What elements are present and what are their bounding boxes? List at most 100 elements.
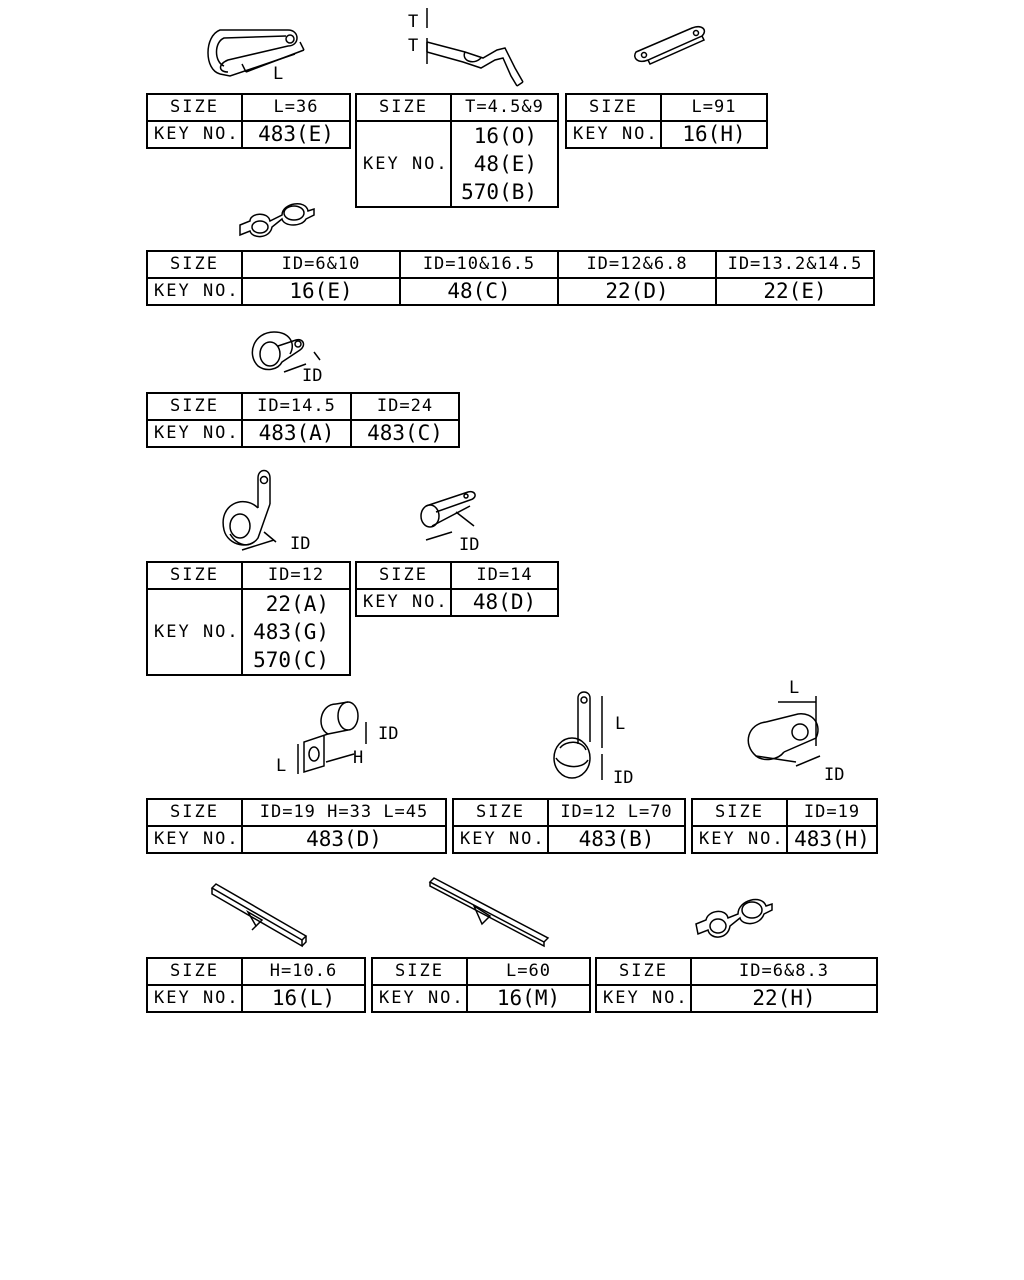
key-value: 483(C) [350,419,460,448]
size-value: ID=12 L=70 [547,798,686,827]
key-value: 483(D) [241,825,447,854]
size-value: ID=24 [350,392,460,421]
dim-id-label: ID [378,724,399,744]
size-value: ID=6&10 [241,250,401,279]
size-value: ID=14 [450,561,559,590]
key-no-label: KEY NO. [146,419,243,448]
dim-t-label-1: T [408,12,419,32]
dim-l-label: L [276,756,287,776]
key-table-8: SIZE ID=19 H=33 L=45 KEY NO. 483(D) [146,798,447,854]
dim-h-label: H [353,748,364,768]
key-table-6: SIZE ID=12 KEY NO. 22(A) 483(G) 570(C) [146,561,351,676]
size-value: L=36 [241,93,351,122]
small-hose-clip-illustration [412,486,487,541]
pipe-clamp-flanged-illustration [290,692,380,780]
size-label: SIZE [691,798,788,827]
key-value: 16(M) [466,984,591,1013]
key-table-5: SIZE ID=14.5 ID=24 KEY NO. 483(A) 483(C) [146,392,460,448]
double-clip-illustration [236,193,321,245]
size-value: ID=12&6.8 [557,250,717,279]
key-no-label: KEY NO. [595,984,692,1013]
key-value: 16(H) [660,120,768,149]
key-table-7: SIZE ID=14 KEY NO. 48(D) [355,561,559,617]
push-clip-strip-illustration [206,882,311,947]
key-no-label: KEY NO. [146,277,243,306]
size-value: H=10.6 [241,957,366,986]
bracket-clip-illustration [405,8,535,93]
key-no-label: KEY NO. [355,588,452,617]
size-value: L=60 [466,957,591,986]
tab-clip-illustration [214,468,304,558]
pipe-clamp-tab-illustration [546,688,616,788]
size-value: ID=10&16.5 [399,250,559,279]
key-value: 483(E) [241,120,351,149]
key-table-3: SIZE L=91 KEY NO. 16(H) [565,93,768,149]
key-table-4: SIZE ID=6&10 ID=10&16.5 ID=12&6.8 ID=13.… [146,250,875,306]
size-label: SIZE [146,93,243,122]
key-value: 22(E) [715,277,875,306]
key-no-label: KEY NO. [146,588,243,676]
key-no-label: KEY NO. [146,825,243,854]
key-table-13: SIZE ID=6&8.3 KEY NO. 22(H) [595,957,878,1013]
key-value: 16(L) [241,984,366,1013]
size-label: SIZE [146,250,243,279]
key-value: 22(A) [265,592,329,616]
dim-id-label: ID [459,535,480,555]
key-value: 483(G) [253,620,329,644]
size-value: ID=19 [786,798,878,827]
key-value: 570(B) [461,180,537,204]
dim-id-label: ID [290,534,311,554]
key-value: 48(C) [399,277,559,306]
dim-l-label: L [615,714,626,734]
size-label: SIZE [355,93,452,122]
key-table-11: SIZE H=10.6 KEY NO. 16(L) [146,957,366,1013]
double-clip-angled-illustration [692,890,777,948]
key-value: 48(D) [450,588,559,617]
key-no-label: KEY NO. [146,120,243,149]
key-no-label: KEY NO. [691,825,788,854]
dim-id-label: ID [613,768,634,788]
size-label: SIZE [146,798,243,827]
dim-id-label: ID [302,366,323,386]
size-label: SIZE [146,561,243,590]
size-label: SIZE [452,798,549,827]
key-value: 48(E) [473,152,537,176]
dim-l-label: L [789,678,800,698]
size-value: ID=12 [241,561,351,590]
key-no-label: KEY NO. [565,120,662,149]
size-value: ID=6&8.3 [690,957,878,986]
key-value: 483(B) [547,825,686,854]
key-no-label: KEY NO. [355,120,452,208]
key-table-1: SIZE L=36 KEY NO. 483(E) [146,93,351,149]
key-value: 483(H) [786,825,878,854]
key-value-list: 22(A) 483(G) 570(C) [241,588,351,676]
flat-strap-illustration [630,22,715,67]
size-value: ID=13.2&14.5 [715,250,875,279]
dim-t-label-2: T [408,36,419,56]
size-value: L=91 [660,93,768,122]
key-value: 483(A) [241,419,352,448]
key-value-list: 16(O) 48(E) 570(B) [450,120,559,208]
key-table-12: SIZE L=60 KEY NO. 16(M) [371,957,591,1013]
key-value: 16(E) [241,277,401,306]
size-label: SIZE [146,957,243,986]
size-label: SIZE [371,957,468,986]
long-clip-strip-illustration [426,876,551,948]
dim-l-label: L [273,64,284,84]
size-label: SIZE [355,561,452,590]
key-value: 22(D) [557,277,717,306]
key-no-label: KEY NO. [146,984,243,1013]
key-table-10: SIZE ID=19 KEY NO. 483(H) [691,798,878,854]
key-no-label: KEY NO. [452,825,549,854]
size-label: SIZE [146,392,243,421]
size-label: SIZE [565,93,662,122]
cushion-clip-illustration [244,324,329,384]
key-value: 570(C) [253,648,329,672]
key-table-2: SIZE T=4.5&9 KEY NO. 16(O) 48(E) 570(B) [355,93,559,208]
key-no-label: KEY NO. [371,984,468,1013]
key-value: 16(O) [473,124,537,148]
size-value: T=4.5&9 [450,93,559,122]
key-table-9: SIZE ID=12 L=70 KEY NO. 483(B) [452,798,686,854]
p-clip-flat-illustration [200,14,320,84]
key-value: 22(H) [690,984,878,1013]
